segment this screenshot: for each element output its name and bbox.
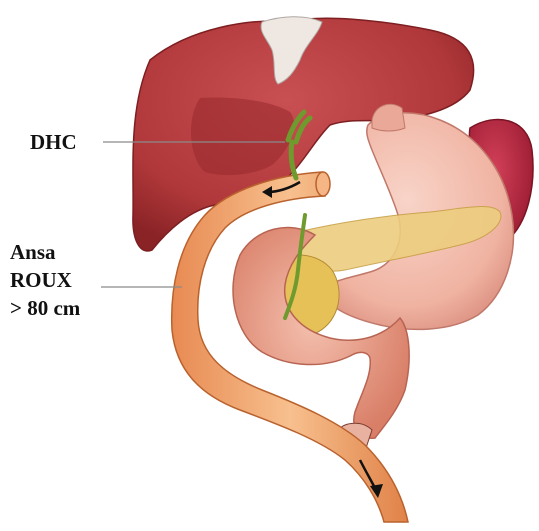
ansa-label-line1: Ansa	[10, 238, 80, 266]
ansa-roux-label: Ansa ROUX > 80 cm	[10, 238, 80, 322]
ansa-label-line2: ROUX	[10, 266, 80, 294]
ansa-label-line3: > 80 cm	[10, 294, 80, 322]
dhc-label: DHC	[30, 128, 77, 156]
roux-limb-opening	[316, 172, 330, 196]
